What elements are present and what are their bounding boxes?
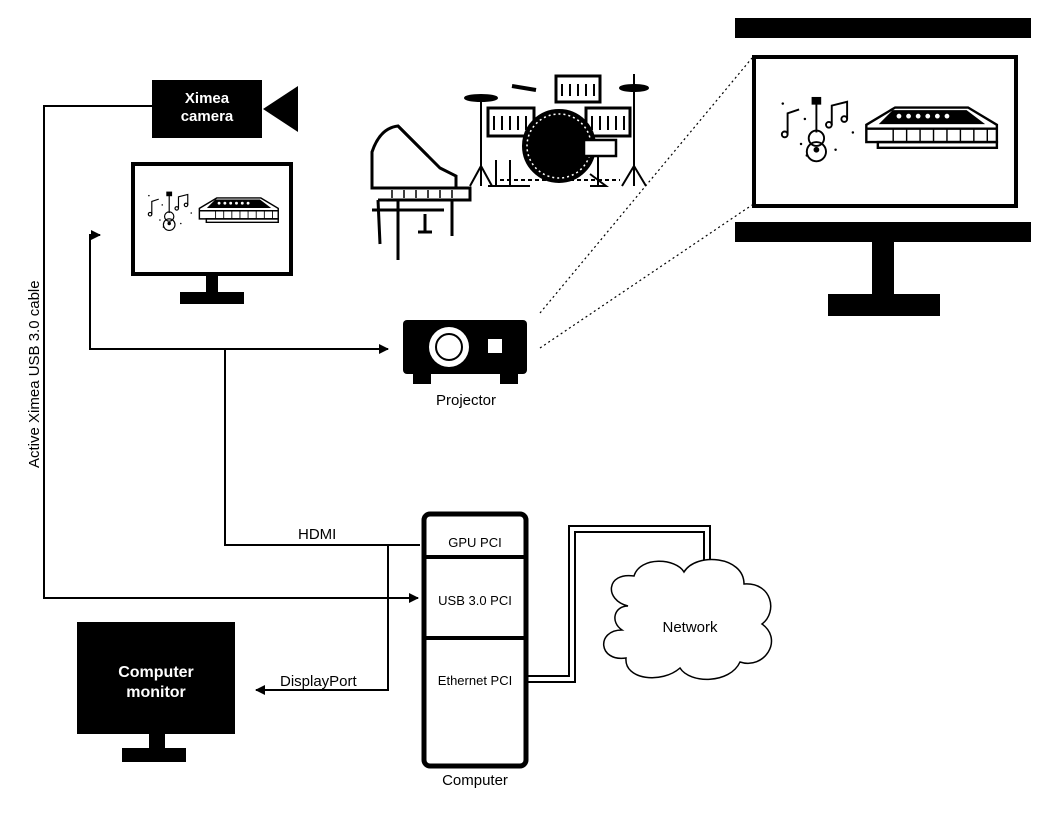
ethernet-cable-line — [526, 525, 711, 683]
usb-cable-text: Active Ximea USB 3.0 cable — [26, 280, 43, 468]
monitor-label: Computer monitor — [77, 663, 235, 703]
gpu-pci-slot: GPU PCI — [448, 535, 502, 550]
camera-icon — [263, 86, 298, 132]
usb-cable-line — [43, 105, 419, 603]
projection-screen-icon — [735, 18, 1031, 316]
camera-label-line1: Ximea — [184, 90, 230, 107]
displayport-label: DisplayPort — [280, 673, 357, 690]
display-icon — [131, 162, 293, 304]
display-feed-line — [89, 230, 105, 350]
network-cloud-icon — [603, 558, 773, 680]
camera-label: Ximea camera — [152, 90, 262, 126]
projector-label: Projector — [435, 392, 497, 409]
network-label: Network — [662, 619, 718, 636]
computer-label: Computer — [442, 772, 508, 789]
ethernet-pci-slot: Ethernet PCI — [437, 673, 513, 688]
monitor-label-line2: monitor — [126, 684, 186, 701]
usb-pci-slot: USB 3.0 PCI — [438, 593, 512, 608]
hdmi-line — [224, 349, 420, 546]
camera-body — [152, 80, 262, 138]
usb-cable-label-rotated: Active Ximea USB 3.0 cable — [26, 280, 44, 468]
computer-monitor-icon — [77, 622, 235, 762]
camera-label-line2: camera — [180, 108, 234, 125]
piano-icon — [370, 124, 472, 260]
displayport-line — [255, 545, 389, 695]
computer-tower-icon — [421, 511, 529, 769]
monitor-label-line1: Computer — [118, 664, 194, 681]
hdmi-label: HDMI — [298, 526, 337, 543]
projection-beam-bottom — [539, 204, 753, 349]
projector-icon — [403, 320, 527, 384]
drum-kit-icon — [464, 74, 649, 187]
